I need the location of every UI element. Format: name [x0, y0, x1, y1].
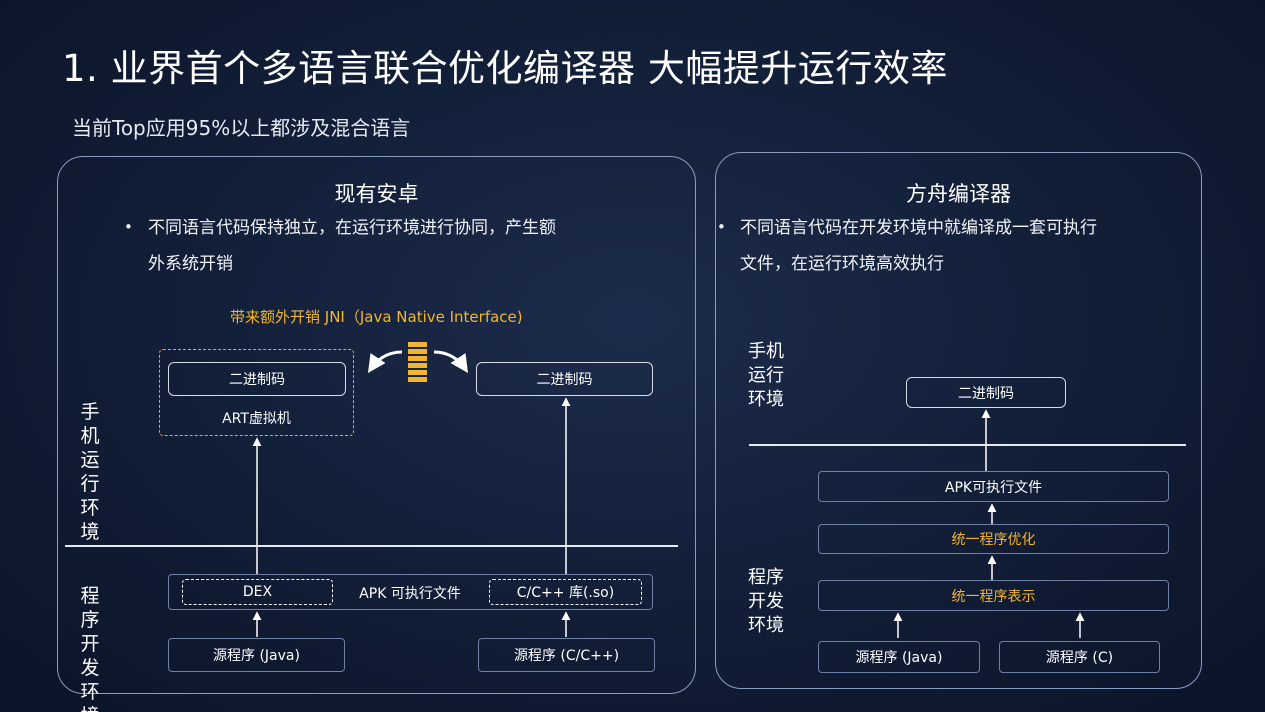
native-binary-box: 二进制码	[476, 362, 653, 396]
left-src-cpp: 源程序 (C/C++)	[478, 638, 655, 672]
jni-arrow-right	[433, 350, 468, 373]
left-apk-container	[168, 574, 653, 610]
right-dev-label: 程序开发环境	[748, 567, 784, 636]
left-divider	[65, 545, 678, 547]
left-bullet-line2: 外系统开销	[148, 254, 233, 274]
left-bullet-line1: 不同语言代码保持独立，在运行环境进行协同，产生额	[148, 218, 556, 238]
vm-binary-box: 二进制码	[168, 362, 346, 396]
art-vm-label: ART虚拟机	[222, 411, 291, 427]
left-apk-label: APK 可执行文件	[359, 586, 461, 602]
right-panel	[715, 152, 1202, 689]
right-bullet-line1: 不同语言代码在开发环境中就编译成一套可执行	[740, 218, 1097, 238]
right-binary-box: 二进制码	[906, 377, 1066, 408]
left-src-java: 源程序 (Java)	[168, 638, 345, 672]
so-lib-box: C/C++ 库(.so)	[489, 579, 642, 605]
left-dev-label: 程序开发环境	[80, 585, 100, 712]
slide-subtitle: 当前Top应用95%以上都涉及混合语言	[72, 116, 411, 140]
unified-rep-box: 统一程序表示	[818, 580, 1169, 611]
right-panel-title: 方舟编译器	[906, 182, 1011, 206]
right-src-java: 源程序 (Java)	[818, 641, 980, 673]
left-panel	[57, 156, 696, 694]
slide-title: 1. 业界首个多语言联合优化编译器 大幅提升运行效率	[62, 47, 948, 90]
dex-box: DEX	[182, 579, 333, 605]
left-runtime-label: 手机运行环境	[80, 401, 100, 543]
right-divider	[749, 444, 1186, 446]
unified-opt-box: 统一程序优化	[818, 524, 1169, 554]
jni-arrow-left	[368, 350, 403, 373]
jni-stack-icon	[408, 342, 427, 385]
left-bullet-dot: •	[124, 218, 133, 236]
right-bullet-line2: 文件，在运行环境高效执行	[740, 254, 944, 274]
right-bullet-dot: •	[717, 218, 726, 236]
right-apk-box: APK可执行文件	[818, 471, 1169, 502]
left-panel-title: 现有安卓	[334, 182, 419, 206]
jni-label: 带来额外开销 JNI（Java Native Interface)	[230, 308, 523, 326]
right-runtime-label: 手机运行环境	[748, 341, 784, 410]
art-vm-container	[159, 349, 354, 436]
right-src-c: 源程序 (C)	[999, 641, 1160, 673]
